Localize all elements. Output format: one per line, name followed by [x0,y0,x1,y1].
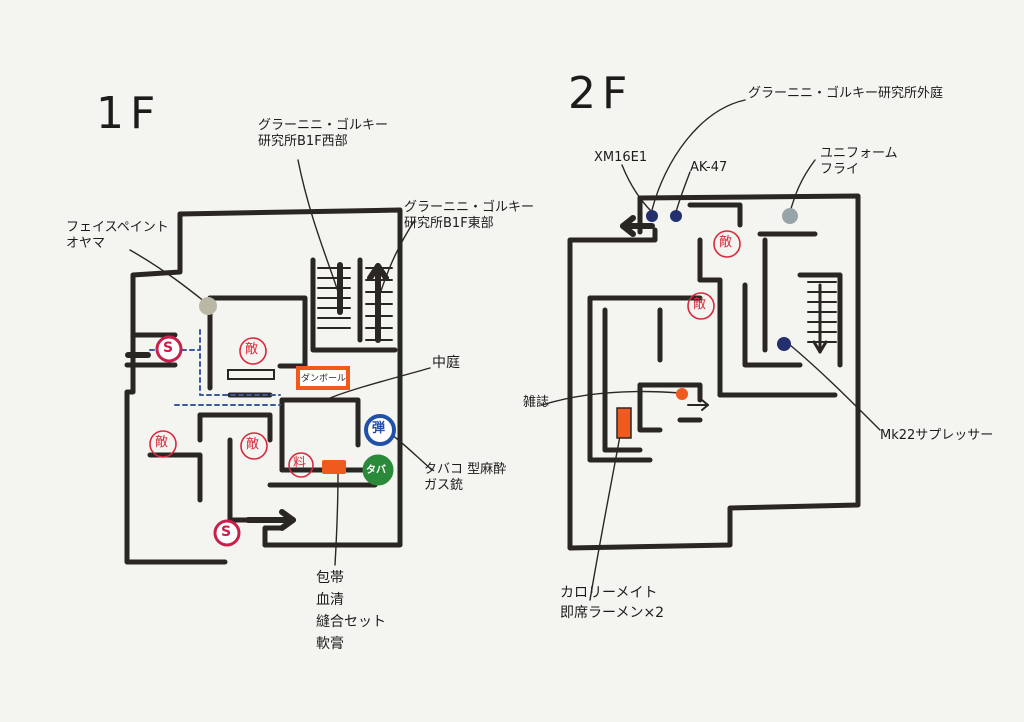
tobacco-gun-marker [362,454,394,486]
enemy-marker [687,292,715,320]
enemy-label: 敵 [719,235,733,250]
cardboard-box-item [296,366,350,390]
first-floor-markers [149,297,396,547]
xm16e1-item [646,210,658,222]
enemy-marker [240,432,268,460]
second-floor-room-arrow [687,399,709,411]
ak47-annotation: AK-47 [690,160,728,175]
second-floor-walls [567,193,861,551]
second-floor-stair-arrow [812,283,828,354]
calorie-mate-annotation: カロリーメイト 即席ラーメン×2 [560,585,665,621]
cardboard-box-label: ダンボール [301,374,347,384]
save-point-label: S [221,524,232,540]
courtyard-annotation: 中庭 [432,355,460,371]
xm16e1-annotation: XM16E1 [594,150,648,165]
uniform-item [782,208,798,224]
ration-marker [288,452,314,478]
calorie-mate-item [616,407,632,439]
medical-supplies-annotation: 包帯 血清 縫合セット 軟膏 [316,570,386,652]
ak47-item [670,210,682,222]
outer-garden-annotation: グラーニニ・ゴルキー研究所外庭 [748,86,944,101]
second-floor-exit-arrow [620,215,655,237]
second-floor-stairs [807,281,837,343]
enemy-label: 敵 [246,437,260,452]
ration-label: 料 [293,456,307,471]
east-wing-annotation: グラーニニ・ゴルキー 研究所B1F東部 [404,200,535,231]
first-floor-title: 1F [96,88,162,139]
enemy-label: 敵 [245,342,259,357]
magazine-annotation: 雑誌 [523,395,550,410]
medical-supplies-item [322,460,346,474]
save-point-marker [155,335,183,363]
west-wing-annotation: グラーニニ・ゴルキー 研究所B1F西部 [258,118,389,149]
second-floor-markers [616,208,798,439]
mk22-item [777,337,791,351]
first-floor-walls [124,207,403,565]
enemy-label: 敵 [693,297,707,312]
first-floor-stair-arrows [337,262,389,343]
face-paint-annotation: フェイスペイント オヤマ [66,220,169,251]
ammo-marker [364,414,396,446]
save-point-marker [213,519,241,547]
ammo-label: 弾 [372,421,386,436]
second-floor-title: 2F [568,68,634,119]
vent-marker [227,369,275,380]
tobacco-gun-annotation: タバコ 型麻酔 ガス銃 [424,462,507,493]
magazine-item [676,388,688,400]
tobacco-label: タバ [366,465,386,476]
save-point-label: S [163,340,174,356]
callout-lines [129,99,881,601]
mk22-annotation: Mk22サプレッサー [880,428,994,443]
enemy-marker [149,430,177,458]
face-paint-item [199,297,217,315]
enemy-marker [713,230,741,258]
first-floor-entrance-arrows [125,352,296,531]
enemy-label: 敵 [155,435,169,450]
uniform-annotation: ユニフォーム フライ [820,146,898,177]
enemy-marker [239,337,267,365]
